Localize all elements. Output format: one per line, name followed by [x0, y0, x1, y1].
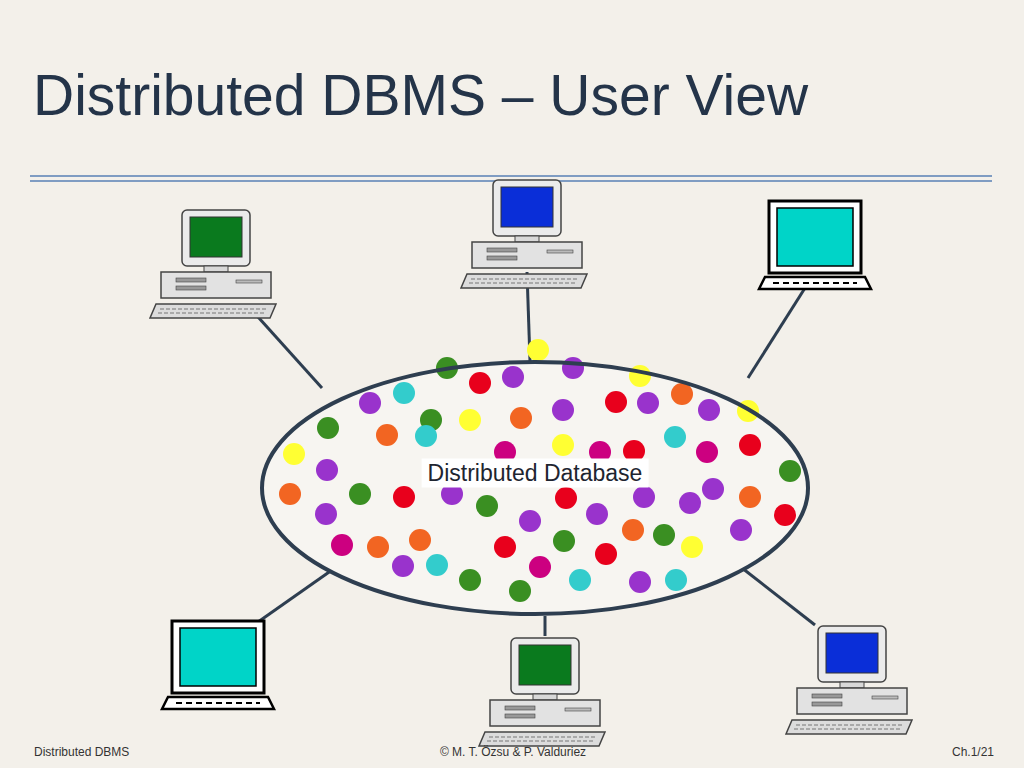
- terminal-computer: [759, 201, 871, 289]
- desktop-computer: [479, 638, 605, 746]
- footer-text: Ch.1/21: [952, 745, 994, 759]
- footer-text: Distributed DBMS: [34, 745, 129, 759]
- network-links: [250, 272, 815, 636]
- slide-title: Distributed DBMS – User View: [33, 62, 808, 128]
- footer-text: © M. T. Özsu & P. Valduriez: [440, 745, 586, 759]
- database-ellipse: Distributed Database: [260, 360, 810, 616]
- ellipse-border: [262, 362, 808, 614]
- desktop-computer: [150, 210, 276, 318]
- terminal-computer: [162, 621, 274, 709]
- desktop-computer: [461, 180, 587, 288]
- rule-line: [30, 175, 992, 177]
- desktop-computer: [786, 626, 912, 734]
- data-items: [279, 339, 801, 602]
- node-label: Distributed Database: [422, 458, 649, 487]
- database-fill: [261, 361, 809, 615]
- ellipse-outline: [260, 360, 810, 616]
